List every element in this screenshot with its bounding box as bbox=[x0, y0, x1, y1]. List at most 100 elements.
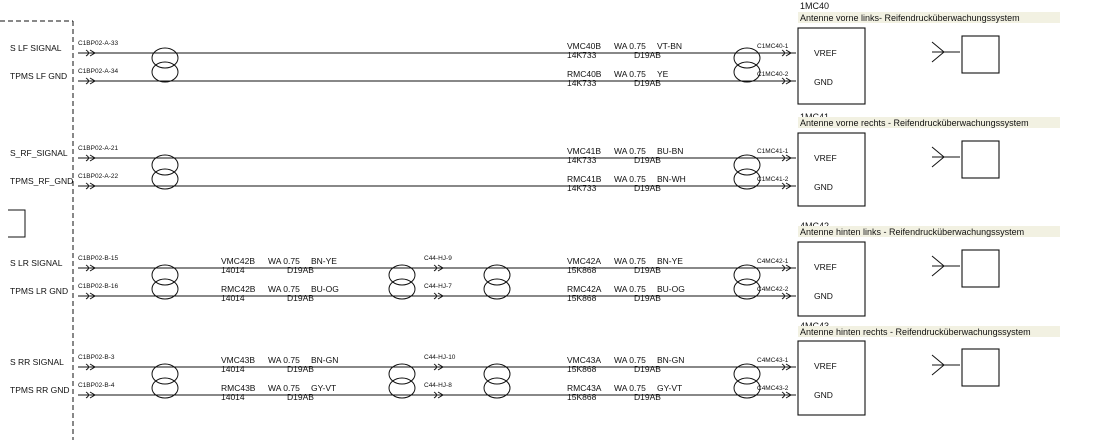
conn-pin-label: C4MC43-2 bbox=[757, 385, 789, 392]
wire-spec: D19AB bbox=[634, 364, 661, 374]
twist-lobe-bottom bbox=[151, 278, 179, 300]
wire-color: BN-WH bbox=[657, 174, 686, 184]
plug-arrow bbox=[437, 363, 444, 371]
twist-lobe-top bbox=[151, 363, 179, 385]
wire-id: RMC43A bbox=[567, 383, 602, 393]
wire-color: YE bbox=[657, 69, 669, 79]
antenna-box bbox=[961, 35, 1000, 74]
twist-lobe-top bbox=[733, 264, 761, 286]
twist-lobe-bottom bbox=[733, 168, 761, 190]
twist-lobe-bottom bbox=[733, 377, 761, 399]
plug-arc bbox=[85, 49, 89, 57]
plug-arc bbox=[781, 264, 785, 272]
wire-gauge: WA 0.75 bbox=[614, 383, 646, 393]
plug-arc bbox=[85, 292, 89, 300]
left-pin-label: C1BP02-A-34 bbox=[78, 68, 118, 75]
signal-label: S LR SIGNAL bbox=[10, 258, 63, 268]
plug-arc bbox=[85, 391, 89, 399]
mid-wire-code: 14014 bbox=[221, 293, 245, 303]
conn-pin-label: C1MC41-1 bbox=[757, 148, 789, 155]
left-pin-label: C1BP02-B-15 bbox=[78, 255, 118, 262]
wire-gauge: WA 0.75 bbox=[614, 69, 646, 79]
component-description: Antenne hinten rechts - Reifendrucküberw… bbox=[800, 327, 1031, 337]
wire-spec: D19AB bbox=[634, 78, 661, 88]
right-plug-icon bbox=[781, 391, 792, 399]
wire-spec: D19AB bbox=[634, 293, 661, 303]
plug-arc bbox=[433, 391, 437, 399]
twist-pair-icon bbox=[733, 363, 761, 399]
wire-color: VT-BN bbox=[657, 41, 682, 51]
plug-arrow bbox=[89, 154, 96, 162]
wire-spec: D19AB bbox=[634, 265, 661, 275]
mid-wire-id: RMC43B bbox=[221, 383, 256, 393]
twist-lobe-bottom bbox=[733, 61, 761, 83]
conn-pin-label: C4MC42-2 bbox=[757, 286, 789, 293]
twist-lobe-top bbox=[733, 154, 761, 176]
wire-code: 15K868 bbox=[567, 293, 597, 303]
left-plug-icon bbox=[85, 264, 96, 272]
twist-lobe-top bbox=[733, 47, 761, 69]
twist-lobe-top bbox=[483, 264, 511, 286]
wire-spec: D19AB bbox=[634, 392, 661, 402]
mid-wire-gauge: WA 0.75 bbox=[268, 355, 300, 365]
plug-arrow bbox=[89, 292, 96, 300]
left-plug-icon bbox=[85, 77, 96, 85]
plug-arc bbox=[781, 49, 785, 57]
wire-code: 14K733 bbox=[567, 78, 597, 88]
left-plug-icon bbox=[85, 154, 96, 162]
signal-label: TPMS LF GND bbox=[10, 71, 67, 81]
right-plug-icon bbox=[781, 49, 792, 57]
plug-arrow bbox=[785, 182, 792, 190]
plug-arrow bbox=[89, 49, 96, 57]
wire-code: 14K733 bbox=[567, 155, 597, 165]
plug-arc bbox=[85, 363, 89, 371]
plug-arrow bbox=[89, 182, 96, 190]
plug-arrow bbox=[437, 391, 444, 399]
plug-arrow bbox=[89, 363, 96, 371]
twist-pair-icon bbox=[733, 47, 761, 83]
twist-pair-icon bbox=[151, 47, 179, 83]
twist-lobe-top bbox=[388, 264, 416, 286]
twist-pair-icon bbox=[483, 264, 511, 300]
mid-wire-id: RMC42B bbox=[221, 284, 256, 294]
mid-wire-gauge: WA 0.75 bbox=[268, 284, 300, 294]
wire-gauge: WA 0.75 bbox=[614, 284, 646, 294]
left-pin-label: C1BP02-B-16 bbox=[78, 283, 118, 290]
twist-lobe-top bbox=[151, 264, 179, 286]
component-description-bg bbox=[798, 12, 1060, 23]
antenna-icon bbox=[931, 255, 945, 277]
inline-pin-label: C44-HJ-9 bbox=[424, 255, 452, 262]
wire-id: VMC41B bbox=[567, 146, 601, 156]
component-description-bg bbox=[798, 326, 1060, 337]
wire-gauge: WA 0.75 bbox=[614, 174, 646, 184]
wire-code: 15K868 bbox=[567, 265, 597, 275]
right-plug-icon bbox=[781, 154, 792, 162]
mid-wire-spec: D19AB bbox=[287, 392, 314, 402]
plug-arrow bbox=[89, 264, 96, 272]
plug-arrow bbox=[785, 363, 792, 371]
left-pin-label: C1BP02-A-33 bbox=[78, 40, 118, 47]
plug-arrow bbox=[785, 292, 792, 300]
twist-pair-icon bbox=[483, 363, 511, 399]
inline-plug-icon bbox=[433, 391, 444, 399]
component-box bbox=[797, 132, 866, 207]
signal-label: TPMS_RF_GND bbox=[10, 176, 73, 186]
plug-arc bbox=[433, 264, 437, 272]
wire-color: BN-YE bbox=[657, 256, 683, 266]
twist-lobe-bottom bbox=[151, 377, 179, 399]
wire-code: 15K868 bbox=[567, 364, 597, 374]
plug-arc bbox=[433, 363, 437, 371]
mid-wire-spec: D19AB bbox=[287, 265, 314, 275]
twist-lobe-bottom bbox=[483, 278, 511, 300]
signal-label: S LF SIGNAL bbox=[10, 43, 62, 53]
antenna-icon bbox=[931, 41, 945, 63]
mid-wire-color: BU-OG bbox=[311, 284, 339, 294]
wire-id: VMC42A bbox=[567, 256, 601, 266]
plug-arc bbox=[85, 182, 89, 190]
plug-arc bbox=[781, 182, 785, 190]
twist-lobe-bottom bbox=[151, 168, 179, 190]
twist-lobe-bottom bbox=[483, 377, 511, 399]
plug-arrow bbox=[785, 49, 792, 57]
plug-arc bbox=[781, 391, 785, 399]
